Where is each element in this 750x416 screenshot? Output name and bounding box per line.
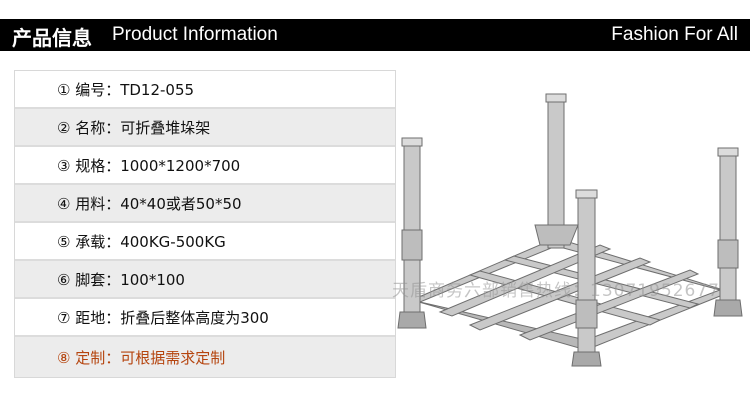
header-bar: 产品信息 Product Information Fashion For All [0,19,750,51]
spec-table: ① 编号：TD12-055 ② 名称：可折叠堆垛架 ③ 规格：1000*1200… [14,70,396,378]
spec-row-name: ② 名称：可折叠堆垛架 [15,109,395,147]
spec-row-foot: ⑥ 脚套：100*100 [15,261,395,299]
spec-row-material: ④ 用料：40*40或者50*50 [15,185,395,223]
spec-row-height: ⑦ 距地：折叠后整体高度为300 [15,299,395,337]
spec-row-size: ③ 规格：1000*1200*700 [15,147,395,185]
header-slogan: Fashion For All [611,24,738,45]
spec-row-load: ⑤ 承载：400KG-500KG [15,223,395,261]
header-title-cn: 产品信息 [12,26,92,50]
header-title-en: Product Information [112,24,278,45]
stacking-rack-image [397,93,743,367]
spec-row-custom: ⑧ 定制：可根据需求定制 [15,337,395,377]
spec-row-code: ① 编号：TD12-055 [15,71,395,109]
watermark-text: 天盾商务六部销售热线：13071952677 [392,281,720,301]
